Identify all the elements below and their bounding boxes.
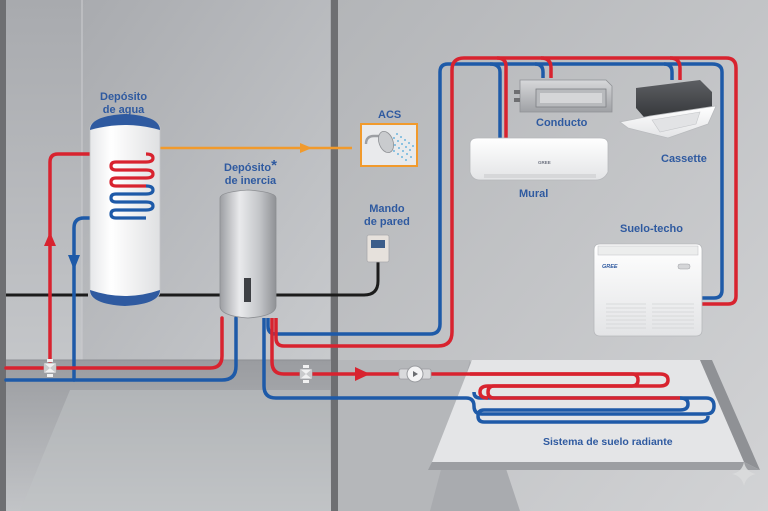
- underfloor-loops: [470, 372, 710, 424]
- left-wall: [6, 0, 82, 360]
- three-way-valve-icon: [43, 359, 57, 377]
- duct-label: Conducto: [536, 117, 588, 129]
- cassette-label: Cassette: [661, 153, 707, 165]
- arrow-down-icon: [68, 255, 80, 270]
- buffer-tank-label: Depósito* de inercia: [224, 158, 277, 188]
- arrow-up-icon: [44, 232, 56, 246]
- thermostat-icon: [366, 234, 390, 263]
- wall-mounted-label: Mural: [519, 188, 549, 200]
- floor-light-wedge: [20, 390, 330, 511]
- duct-unit: [514, 79, 613, 113]
- distribution-pipes: [262, 56, 738, 416]
- arrow-right-icon: [300, 143, 312, 153]
- acs-label: ACS: [378, 109, 402, 121]
- pump-icon: [398, 365, 432, 383]
- suelo-techo-brand-logo: GREE: [602, 264, 618, 270]
- water-tank-label-line1: Depósito: [100, 91, 148, 103]
- buffer-tank-display: [244, 278, 251, 302]
- mural-brand-logo: GREE: [538, 160, 551, 165]
- wall-control-label-line2: de pared: [364, 216, 410, 228]
- water-tank-circuit: [4, 152, 238, 382]
- flow-arrow-right-icon: [355, 367, 370, 381]
- floor-ceiling-label: Suelo-techo: [620, 223, 683, 235]
- asterisk-note-marker: *: [271, 157, 277, 174]
- buffer-tank: [219, 189, 277, 319]
- three-way-valve-icon: [299, 365, 313, 383]
- left-edge-divider: [0, 0, 6, 511]
- wall-divider: [331, 0, 338, 511]
- sparkle-icon: [732, 462, 756, 486]
- wall-control-label: Mando de pared: [364, 203, 410, 229]
- cassette-unit: [619, 80, 717, 139]
- wall-mounted-unit: GREE: [469, 137, 609, 181]
- underfloor-label: Sistema de suelo radiante: [543, 436, 673, 448]
- buffer-tank-label-line1: Depósito: [224, 162, 272, 174]
- water-tank-label: Depósito de agua: [100, 91, 147, 117]
- buffer-tank-label-line2: de inercia: [224, 175, 277, 187]
- water-tank-label-line2: de agua: [102, 104, 145, 116]
- shower-icon: [364, 130, 414, 161]
- floor-ceiling-unit: GREE: [593, 243, 703, 337]
- acs-shower-box: [360, 123, 418, 167]
- water-tank: [89, 114, 161, 306]
- wall-control-label-line1: Mando: [369, 203, 405, 215]
- water-tank-coil: [109, 152, 155, 220]
